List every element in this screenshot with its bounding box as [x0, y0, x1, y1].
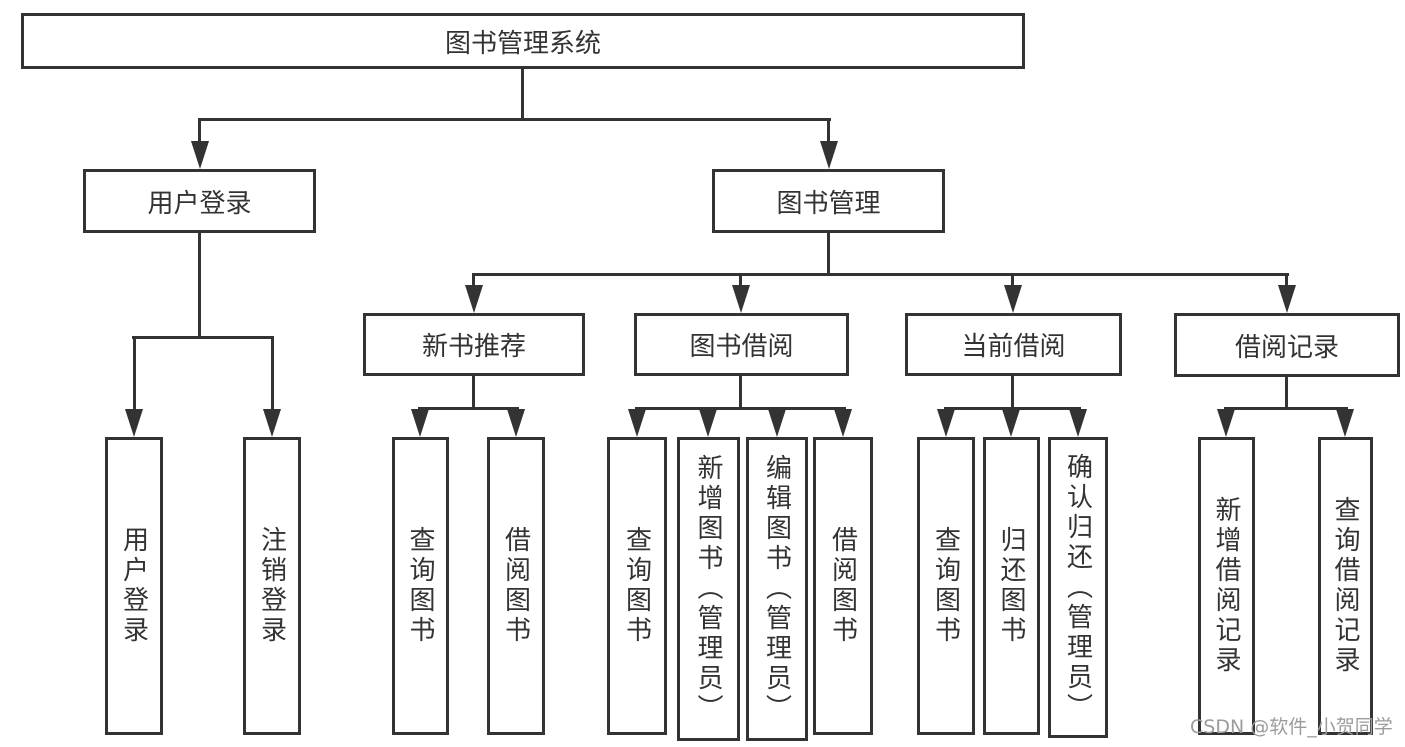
connector-line [133, 339, 136, 412]
arrow-down-icon [699, 409, 717, 437]
arrow-down-icon [937, 409, 955, 437]
connector-line [521, 68, 524, 119]
node-borrow-book-leaf: 借阅图书 [813, 437, 873, 735]
node-book-mgmt: 图书管理 [712, 169, 945, 233]
arrow-down-icon [628, 409, 646, 437]
connector-line [739, 376, 742, 410]
node-logout-leaf-label: 注销登录 [256, 526, 287, 646]
arrow-down-icon [507, 409, 525, 437]
node-current-borrow: 当前借阅 [905, 313, 1122, 376]
node-query-books-borrow-label: 查询图书 [621, 526, 652, 646]
node-edit-book-admin-label: 编辑图书（管理员） [761, 454, 792, 724]
connector-line [132, 336, 274, 339]
node-user-login-leaf: 用户登录 [105, 437, 163, 735]
node-book-mgmt-label: 图书管理 [776, 188, 881, 219]
node-query-borrow-record: 查询借阅记录 [1318, 437, 1373, 735]
connector-line [1285, 376, 1288, 410]
node-borrow-books-recommend-label: 借阅图书 [500, 526, 531, 646]
connector-line [635, 407, 846, 410]
arrow-down-icon [125, 409, 143, 437]
node-root: 图书管理系统 [21, 13, 1025, 69]
arrow-down-icon [465, 285, 483, 313]
node-book-borrow: 图书借阅 [634, 313, 849, 376]
connector-line [827, 233, 830, 276]
node-borrow-books-recommend: 借阅图书 [487, 437, 545, 735]
node-query-borrow-record-label: 查询借阅记录 [1330, 496, 1360, 676]
node-borrow-records: 借阅记录 [1174, 313, 1400, 377]
arrow-down-icon [1002, 409, 1020, 437]
node-query-books-current-label: 查询图书 [930, 526, 961, 646]
arrow-down-icon [768, 409, 786, 437]
arrow-down-icon [1004, 285, 1022, 313]
connector-line [198, 233, 201, 339]
connector-line [1011, 276, 1014, 287]
node-current-borrow-label: 当前借阅 [961, 332, 1066, 362]
connector-line [827, 118, 830, 144]
node-query-books-borrow: 查询图书 [607, 437, 667, 735]
node-add-borrow-record-label: 新增借阅记录 [1211, 496, 1241, 676]
connector-line [1011, 376, 1014, 410]
watermark: CSDN @软件_小贺同学 [1190, 716, 1393, 738]
node-logout-leaf: 注销登录 [243, 437, 301, 735]
node-new-book-recommend: 新书推荐 [363, 313, 585, 376]
connector-line [271, 339, 274, 412]
node-return-book-label: 归还图书 [996, 526, 1026, 646]
connector-line [418, 407, 519, 410]
arrow-down-icon [191, 141, 209, 169]
node-confirm-return-admin: 确认归还（管理员） [1048, 437, 1108, 738]
node-add-borrow-record: 新增借阅记录 [1198, 437, 1255, 735]
connector-line [739, 276, 742, 287]
node-add-book-admin-label: 新增图书（管理员） [693, 454, 723, 724]
connector-line [1285, 276, 1288, 287]
connector-line [198, 118, 831, 121]
node-add-book-admin: 新增图书（管理员） [677, 437, 740, 741]
node-new-book-recommend-label: 新书推荐 [421, 332, 526, 362]
node-root-label: 图书管理系统 [444, 28, 601, 59]
connector-line [472, 376, 475, 410]
connector-line [472, 276, 475, 287]
node-borrow-book-leaf-label: 借阅图书 [827, 526, 858, 646]
arrow-down-icon [1278, 285, 1296, 313]
node-query-books-recommend: 查询图书 [392, 437, 449, 735]
node-book-borrow-label: 图书借阅 [689, 332, 794, 362]
node-borrow-records-label: 借阅记录 [1234, 332, 1339, 363]
node-return-book: 归还图书 [983, 437, 1040, 735]
arrow-down-icon [820, 141, 838, 169]
arrow-down-icon [411, 409, 429, 437]
arrow-down-icon [732, 285, 750, 313]
connector-line [1224, 407, 1348, 410]
node-edit-book-admin: 编辑图书（管理员） [746, 437, 808, 741]
arrow-down-icon [1069, 409, 1087, 437]
connector-line [198, 118, 201, 144]
node-query-books-current: 查询图书 [917, 437, 975, 735]
node-confirm-return-admin-label: 确认归还（管理员） [1062, 452, 1093, 723]
node-user-login: 用户登录 [83, 169, 316, 233]
connector-line [944, 407, 1081, 410]
arrow-down-icon [1217, 409, 1235, 437]
connector-line [472, 273, 1289, 276]
node-query-books-recommend-label: 查询图书 [405, 526, 435, 646]
arrow-down-icon [1336, 409, 1354, 437]
node-user-login-label: 用户登录 [147, 188, 252, 219]
node-user-login-leaf-label: 用户登录 [118, 526, 149, 646]
arrow-down-icon [263, 409, 281, 437]
arrow-down-icon [834, 409, 852, 437]
